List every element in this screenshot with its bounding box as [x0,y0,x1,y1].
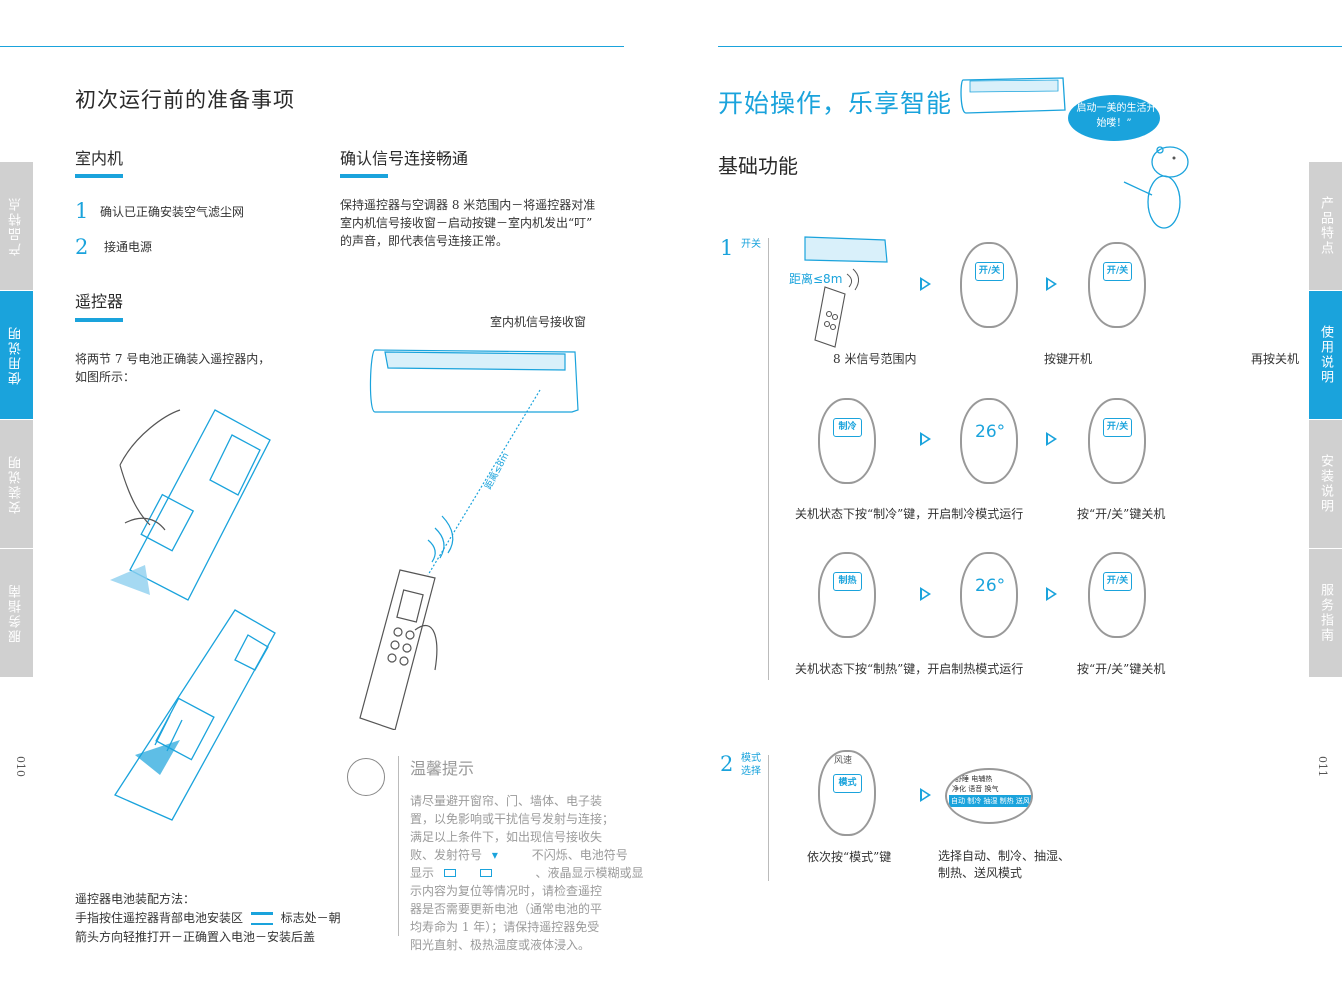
arrow-icon [920,432,931,446]
caption-mode-press: 依次按“模式”键 [807,850,892,864]
polar-bear-mascot [1123,146,1189,229]
onoff-key-illustration: 开/关 [1088,552,1146,638]
battery-empty-icon [479,869,492,877]
remote-open-illustration [110,409,271,601]
tip-divider [398,756,399,936]
onoff-key-illustration: 开/关 [1088,398,1146,484]
signal-text: 保持遥控器与空调器 8 米范围内－将遥控器对准 室内机信号接收窗－启动按键－室内… [340,198,596,248]
tab-usage-guide[interactable]: 使用说明 [1309,291,1342,419]
distance-text: 距离≤8m [789,272,843,286]
top-rule-left [0,46,624,47]
page-number-right: 011 [1316,756,1329,777]
arrow-icon [1046,277,1057,291]
aircon-header-illustration [960,77,1066,114]
arrow-icon [1046,587,1057,601]
section-number-1: 1 [720,236,734,260]
display-illustration: 26° [960,552,1018,638]
tip-icon [347,758,385,796]
tab-product-features[interactable]: 产品特点 [1309,162,1342,290]
aircon-signal-illustration: 距离≤8m [359,349,579,730]
speech-bubble: “启动一美的生活开始喽！” [1068,95,1160,141]
caption-heat-off: 按“开/关”键关机 [1077,662,1166,676]
mode-display-illustration: 舒睡 电辅热 净化 语音 换气 自动 制冷 抽湿 制热 送风 [945,768,1033,824]
basic-functions-heading: 基础功能 [718,154,798,178]
onoff-key-illustration: 开/关 [960,242,1018,328]
remote-heading-bar [75,318,123,322]
mode-key-illustration: 风速 模式 [818,750,876,836]
caption-range: 8 米信号范围内 [833,352,917,366]
tab-installation[interactable]: 安装说明 [1309,420,1342,548]
step-number: 2 [75,235,89,259]
onoff-key-illustration: 开/关 [1088,242,1146,328]
battery-area-icon [250,912,273,925]
caption-cool: 关机状态下按“制冷”键，开启制冷模式运行 [795,507,1024,521]
step-text: 确认已正确安装空气滤尘网 [100,205,245,219]
remote-text: 将两节 7 号电池正确装入遥控器内， 如图所示： [75,352,271,384]
distance-label: 距离≤8m [482,450,511,491]
section-1-line [768,238,769,680]
section-label-onoff: 开关 [741,239,761,250]
signal-heading-bar [340,174,388,178]
indoor-heading-bar [75,174,123,178]
step-text: 接通电源 [104,240,153,254]
tab-usage-guide[interactable]: 使用说明 [0,291,33,419]
caption-cool-off: 按“开/关”键关机 [1077,507,1166,521]
indoor-heading: 室内机 [75,149,124,168]
battery-icon [443,869,456,877]
top-rule-right [718,46,1342,47]
battery-instructions: 遥控器电池装配方法： 手指按住遥控器背部电池安装区 标志处－朝 箭头方向轻推打开… [75,892,341,944]
caption-press-off: 再按关机 [1251,352,1300,366]
page-title-right: 开始操作，乐享智能 [718,89,953,118]
wifi-icon: ▾ [491,848,498,862]
section-2-line [768,755,769,881]
arrow-icon [920,788,931,802]
caption-heat: 关机状态下按“制热”键，开启制热模式运行 [795,662,1024,676]
tab-product-features[interactable]: 产品特点 [0,162,33,290]
display-illustration: 26° [960,398,1018,484]
tab-service[interactable]: 服务指南 [0,549,33,677]
arrow-icon [1046,432,1057,446]
heat-key-illustration: 制热 [818,552,876,638]
page-title-left: 初次运行前的准备事项 [75,88,295,112]
page-number-left: 010 [14,756,27,777]
signal-heading: 确认信号连接畅通 [340,149,469,168]
section-label-mode: 模式 选择 [741,753,761,777]
tab-service[interactable]: 服务指南 [1309,549,1342,677]
cool-key-illustration: 制冷 [818,398,876,484]
receiver-window-label: 室内机信号接收窗 [490,315,587,329]
section-number-2: 2 [720,752,734,776]
arrow-icon [920,587,931,601]
step-number: 1 [75,199,89,223]
caption-mode-select: 选择自动、制冷、抽湿、 制热、送风模式 [938,849,1071,880]
arrow-icon [920,277,931,291]
tab-installation[interactable]: 安装说明 [0,420,33,548]
remote-range-illustration [804,236,888,348]
remote-battery-illustration [114,609,276,821]
tip-text: 请尽量避开窗帘、门、墙体、电子装 置，以免影响或干扰信号发射与连接； 满足以上条… [410,794,644,952]
caption-press-on: 按键开机 [1044,352,1093,366]
remote-heading: 遥控器 [75,292,124,311]
tip-title: 温馨提示 [410,759,475,778]
